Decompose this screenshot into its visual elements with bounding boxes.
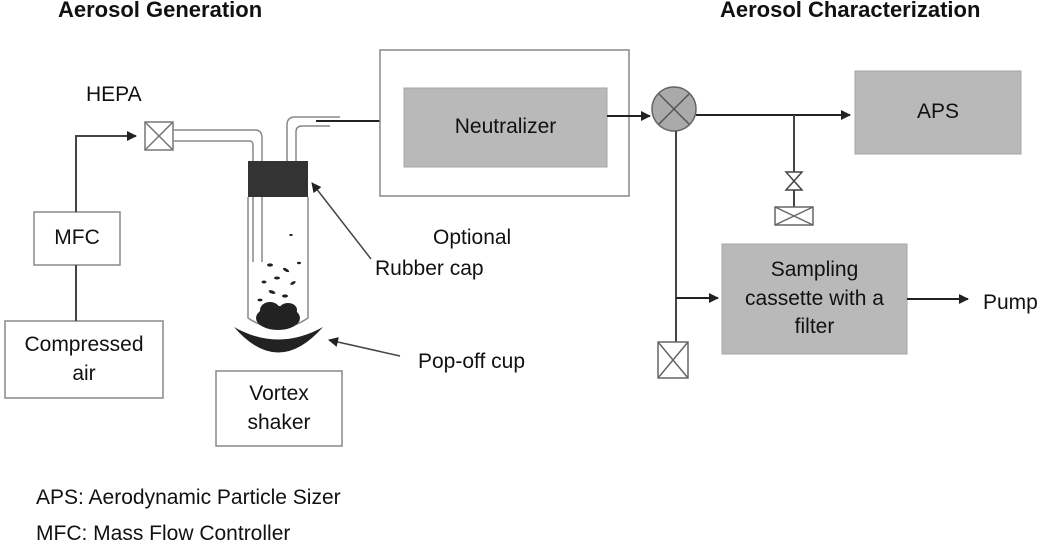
- legend-mfc: MFC: Mass Flow Controller: [36, 522, 291, 545]
- rubber-cap-label: Rubber cap: [375, 257, 484, 280]
- aps-label: APS: [916, 100, 960, 124]
- sampling-cassette-box: [721, 243, 908, 355]
- vortex-shaker-box: [215, 370, 343, 447]
- popoff-cup-pointer: [328, 337, 401, 357]
- vortex-shaker-label: Vortex shaker: [247, 382, 311, 434]
- legend-aps: APS: Aerodynamic Particle Sizer: [36, 486, 341, 509]
- pump-label: Pump: [983, 291, 1038, 314]
- hepa-label: HEPA: [86, 83, 142, 106]
- neutralizer-box: [403, 87, 608, 168]
- rubber-cap-pointer: [311, 182, 372, 260]
- bypass-filter-icon: [774, 206, 814, 226]
- neutralizer-label: Neutralizer: [454, 115, 557, 139]
- mfc-box: [33, 211, 121, 266]
- heading-aerosol-characterization: Aerosol Characterization: [720, 0, 981, 22]
- inlet-tube: [173, 129, 263, 162]
- bottom-filter-icon: [657, 341, 689, 379]
- popoff-cup-label: Pop-off cup: [418, 350, 526, 373]
- compressed-air-box: [4, 320, 164, 399]
- mfc-label: MFC: [54, 226, 100, 250]
- aps-box: [854, 70, 1022, 155]
- popoff-cup: [234, 327, 323, 353]
- mfc-to-hepa-line: [75, 131, 137, 212]
- hepa-filter-icon: [144, 121, 174, 151]
- compressed-air-label: Compressed air: [24, 333, 144, 385]
- optional-label: Optional: [433, 226, 512, 249]
- outlet-tube: [286, 116, 340, 162]
- three-way-valve-icon: [651, 86, 697, 132]
- bypass-valve-icon: [784, 171, 804, 191]
- heading-aerosol-generation: Aerosol Generation: [58, 0, 263, 22]
- rubber-cap: [248, 161, 308, 197]
- powder-particles: [256, 234, 301, 330]
- sampling-cassette-label: Sampling cassette with a filter: [745, 258, 884, 339]
